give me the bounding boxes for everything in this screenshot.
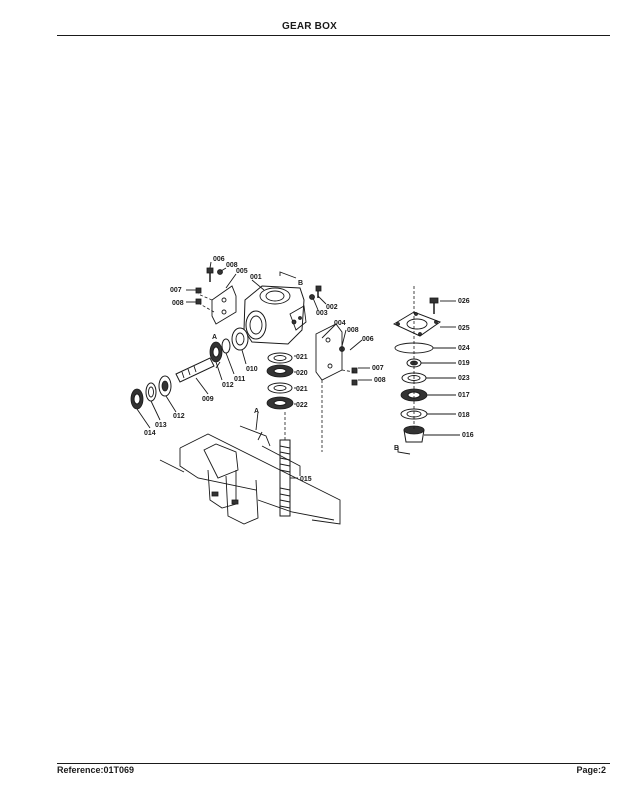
callout-020: 020 (296, 370, 308, 377)
callout-012-a: 012 (222, 382, 234, 389)
callout-007-a: 007 (170, 287, 182, 294)
marker-a-upper: A (212, 334, 217, 341)
bolts-upper-left (195, 267, 223, 305)
callout-008-a: 008 (226, 262, 238, 269)
callout-016: 016 (462, 432, 474, 439)
reference-markers: A B A B (212, 280, 399, 452)
page-title: GEAR BOX (282, 21, 337, 32)
center-bearing-stack (266, 352, 294, 410)
callout-026: 026 (458, 298, 470, 305)
callout-004: 004 (334, 320, 346, 327)
callout-023: 023 (458, 375, 470, 382)
marker-b-upper: B (298, 280, 303, 287)
page-number: Page:2 (576, 765, 606, 775)
input-shaft-stack (130, 327, 249, 410)
callout-008-d: 008 (374, 377, 386, 384)
callout-011: 011 (234, 376, 245, 383)
callout-019: 019 (458, 360, 470, 367)
callout-015: 015 (300, 476, 312, 483)
callout-006-a: 006 (213, 256, 225, 263)
left-bracket (197, 285, 237, 325)
callout-025: 025 (458, 325, 470, 332)
bolts-right (309, 285, 358, 386)
gear-box-housing (243, 285, 307, 345)
callout-014: 014 (144, 430, 156, 437)
callout-008-b: 008 (172, 300, 184, 307)
callout-022: 022 (296, 402, 308, 409)
callout-005: 005 (236, 268, 248, 275)
callout-009: 009 (202, 396, 214, 403)
frame-structure (159, 411, 341, 525)
leader-lines (136, 261, 460, 479)
callout-021-b: 021 (296, 386, 308, 393)
callout-007-b: 007 (372, 365, 384, 372)
callout-002: 002 (326, 304, 338, 311)
callout-006-b: 006 (362, 336, 374, 343)
callout-012-b: 012 (173, 413, 185, 420)
reference-code: Reference:01T069 (57, 765, 135, 775)
footer-rule (57, 763, 610, 764)
callout-001: 001 (250, 274, 262, 281)
marker-a-lower: A (254, 408, 259, 415)
callout-010: 010 (246, 366, 258, 373)
callout-018: 018 (458, 412, 470, 419)
callout-labels: 006 008 005 001 007 008 002 003 004 008 … (144, 256, 474, 483)
right-exploded-stack (392, 286, 442, 455)
output-shaft (279, 412, 291, 517)
callout-017: 017 (458, 392, 470, 399)
callout-008-c: 008 (347, 327, 359, 334)
callout-021-a: 021 (296, 354, 308, 361)
callout-003: 003 (316, 310, 328, 317)
callout-013: 013 (155, 422, 167, 429)
callout-024: 024 (458, 345, 470, 352)
header-rule (57, 35, 610, 36)
marker-b-lower: B (394, 445, 399, 452)
